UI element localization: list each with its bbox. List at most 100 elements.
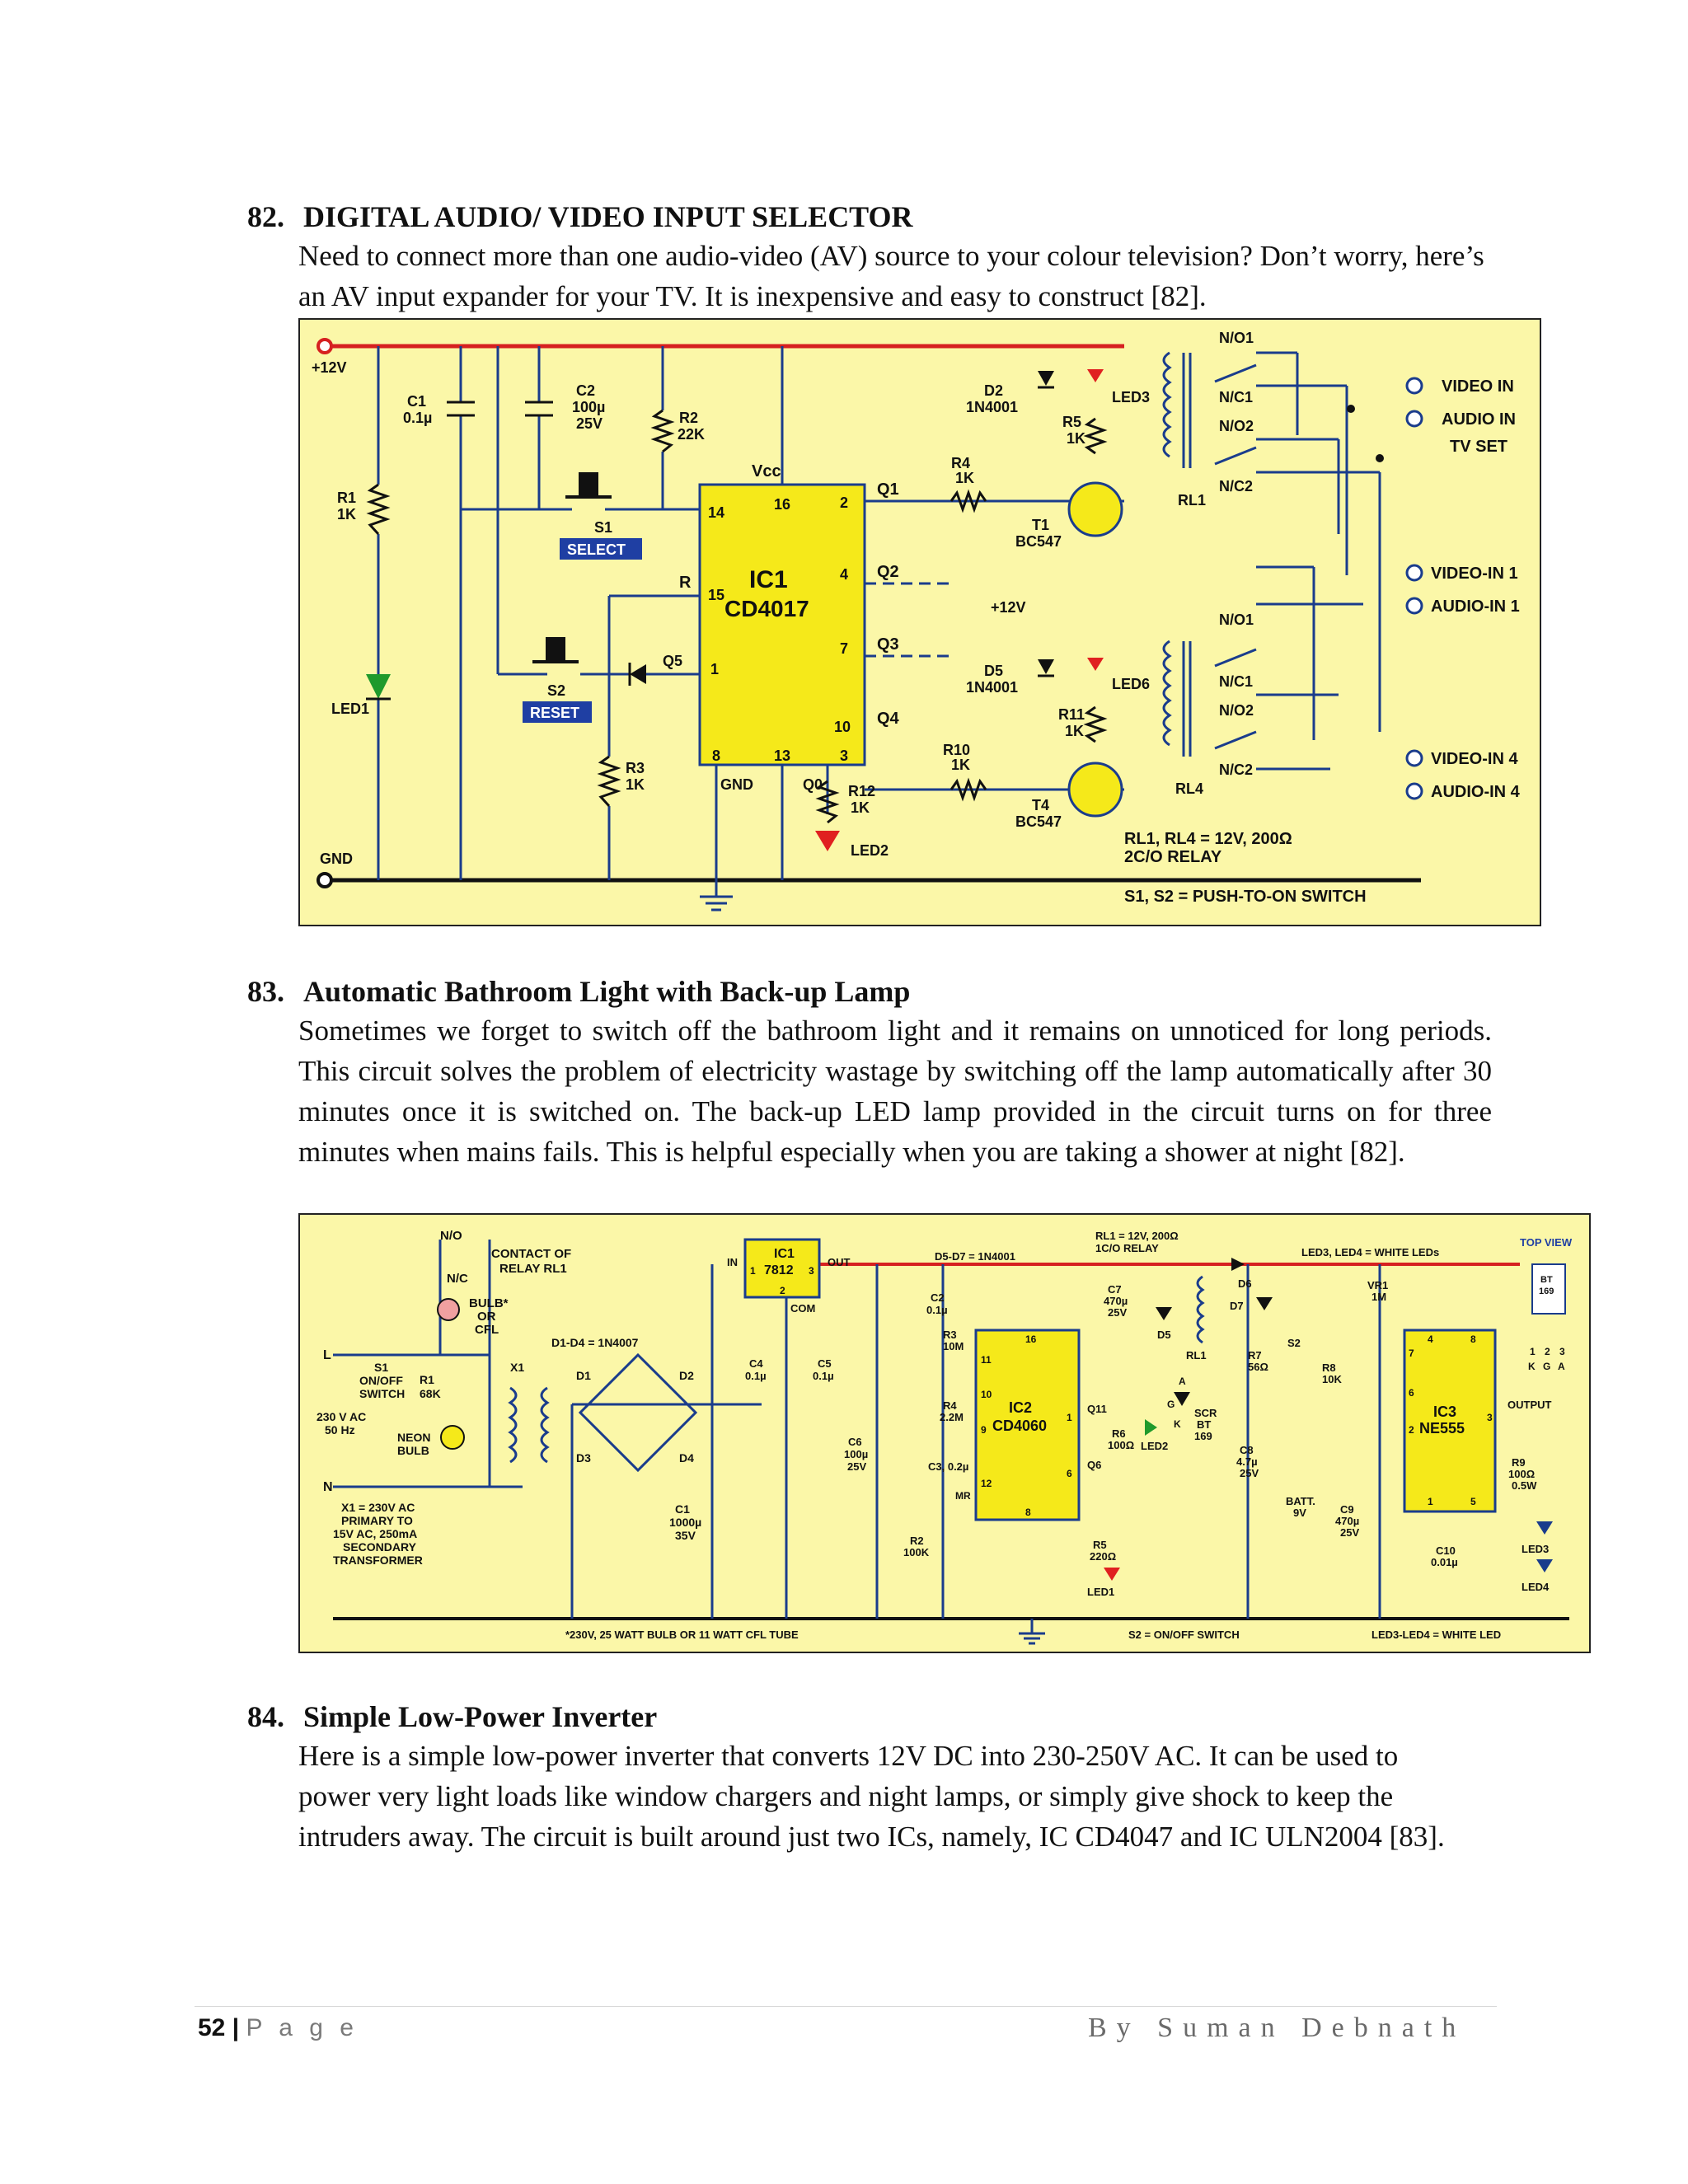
figure2-foot-3: LED3-LED4 = WHITE LED [1372,1629,1501,1641]
bridge-d3: D3 [576,1451,591,1465]
ic3-pin7: 7 [1409,1347,1414,1359]
ic1-pin1: 1 [750,1265,756,1277]
pin-3: 3 [840,748,848,764]
rl1-nc1: N/C1 [1219,389,1253,405]
r11-value: 1K [1065,723,1084,739]
t4-label: T4 [1032,797,1049,813]
bridge-d1: D1 [576,1369,591,1382]
section-84-heading: 84. Simple Low-Power Inverter [247,1699,657,1734]
r5-value: 1K [1067,430,1085,447]
r1-value: 68K [420,1387,441,1400]
c7-label: C7 [1108,1283,1122,1296]
plus12-b: +12V [991,599,1026,616]
ic3-pin5: 5 [1470,1496,1476,1507]
r6-label: R6 [1112,1427,1126,1440]
mains-l: L [323,1348,331,1362]
led3-label: LED3 [1522,1543,1549,1555]
ic3-pin2: 2 [1409,1424,1414,1436]
pin-2: 2 [840,494,848,511]
ic2-pin1: 1 [1067,1412,1072,1423]
footer-divider [195,2006,1497,2007]
bridge-d2: D2 [679,1369,694,1382]
neon-bulb: BULB [397,1444,429,1457]
c9-voltage: 25V [1340,1526,1359,1539]
output-q4: Q4 [877,710,900,728]
section-number: 84. [247,1700,284,1733]
r4-label: R4 [943,1399,957,1412]
jack-audio-in: AUDIO IN [1442,410,1516,429]
top-view-k: K [1528,1361,1536,1372]
bathroom-light-schematic: N/O N/C CONTACT OF RELAY RL1 BULB* OR CF… [298,1213,1591,1653]
output-q1: Q1 [877,480,899,499]
ic3-pin1: 1 [1428,1496,1433,1507]
av-selector-schematic: IC1 CD4017 Vcc 16 14 15 1 2 4 7 10 8 13 … [298,318,1541,926]
rl4-no2: N/O2 [1219,702,1254,719]
figure2-foot-1: *230V, 25 WATT BULB OR 11 WATT CFL TUBE [565,1629,799,1641]
c7-voltage: 25V [1108,1306,1127,1319]
c4-value: 0.1µ [745,1370,767,1382]
section-title: Simple Low-Power Inverter [303,1700,658,1733]
pin-8: 8 [712,748,720,764]
x1-note-5: TRANSFORMER [333,1554,423,1567]
s2-reset-label: RESET [530,705,579,721]
pin-vcc: Vcc [752,462,781,480]
section-number: 83. [247,975,284,1008]
ic1-com: COM [790,1302,815,1315]
r4-label: R4 [951,455,970,471]
white-leds-note: LED3, LED4 = WHITE LEDs [1301,1246,1439,1258]
c5-value: 0.1µ [813,1370,834,1382]
r10-label: R10 [943,742,970,758]
d7-label: D7 [1230,1300,1244,1312]
bulb-cfl: CFL [475,1323,499,1337]
c1-voltage: 35V [675,1529,696,1542]
s1-select-label: SELECT [567,541,626,558]
section-84-paragraph: Here is a simple low-power inverter that… [298,1740,1445,1853]
c5-label: C5 [818,1357,832,1370]
r9-value: 100Ω [1508,1468,1535,1480]
pin-q0: Q0 [803,776,823,793]
contact-nc: N/C [447,1272,468,1286]
mains-voltage: 230 V AC [316,1410,366,1423]
pin-gnd: GND [720,776,753,793]
c8-voltage: 25V [1240,1467,1259,1479]
pin-13: 13 [774,748,790,764]
q11-label: Q11 [1087,1403,1107,1415]
top-view-label: TOP VIEW [1520,1236,1573,1249]
scr-label: SCR [1194,1407,1217,1419]
r12-label: R12 [848,783,875,799]
section-title: Automatic Bathroom Light with Back-up La… [303,975,911,1008]
c2-label: C2 [576,382,595,399]
d2-value: 1N4001 [966,399,1018,415]
jack-audio-in-4: AUDIO-IN 4 [1431,783,1521,801]
c2-voltage: 25V [576,415,603,432]
rl4-label: RL4 [1175,780,1203,797]
s1-onoff: ON/OFF [359,1374,403,1387]
r3-value: 10M [943,1340,964,1352]
mains-freq: 50 Hz [325,1423,355,1436]
r7-label: R7 [1248,1349,1262,1361]
x1-label: X1 [510,1361,524,1374]
pin-1: 1 [710,661,719,677]
ic2-label: IC2 [1009,1399,1032,1416]
ic3-pin4: 4 [1428,1333,1433,1345]
ic2-pin11: 11 [981,1354,992,1366]
ic3-pin6: 6 [1409,1387,1414,1399]
rl4-no1: N/O1 [1219,612,1254,628]
led6-label: LED6 [1112,676,1150,692]
r3-value: 1K [626,776,645,793]
ic2-mr: MR [955,1490,971,1502]
ic2-pin16: 16 [1025,1333,1037,1345]
s1-label: S1 [594,519,612,536]
ic3-part: NE555 [1419,1420,1465,1436]
ic2-pin9: 9 [981,1424,987,1436]
r2-label: R2 [679,410,698,426]
section-83-paragraph: Sometimes we forget to switch off the ba… [298,1015,1492,1168]
pin-15: 15 [708,587,724,603]
ic1-label: IC1 [774,1247,795,1261]
c2-value: 0.1µ [926,1304,948,1316]
output-label: OUTPUT [1507,1399,1552,1411]
scr-169: 169 [1194,1430,1212,1442]
r2-label: R2 [910,1535,924,1547]
x1-note-4: SECONDARY [343,1540,417,1554]
ic1-out: OUT [828,1256,851,1268]
